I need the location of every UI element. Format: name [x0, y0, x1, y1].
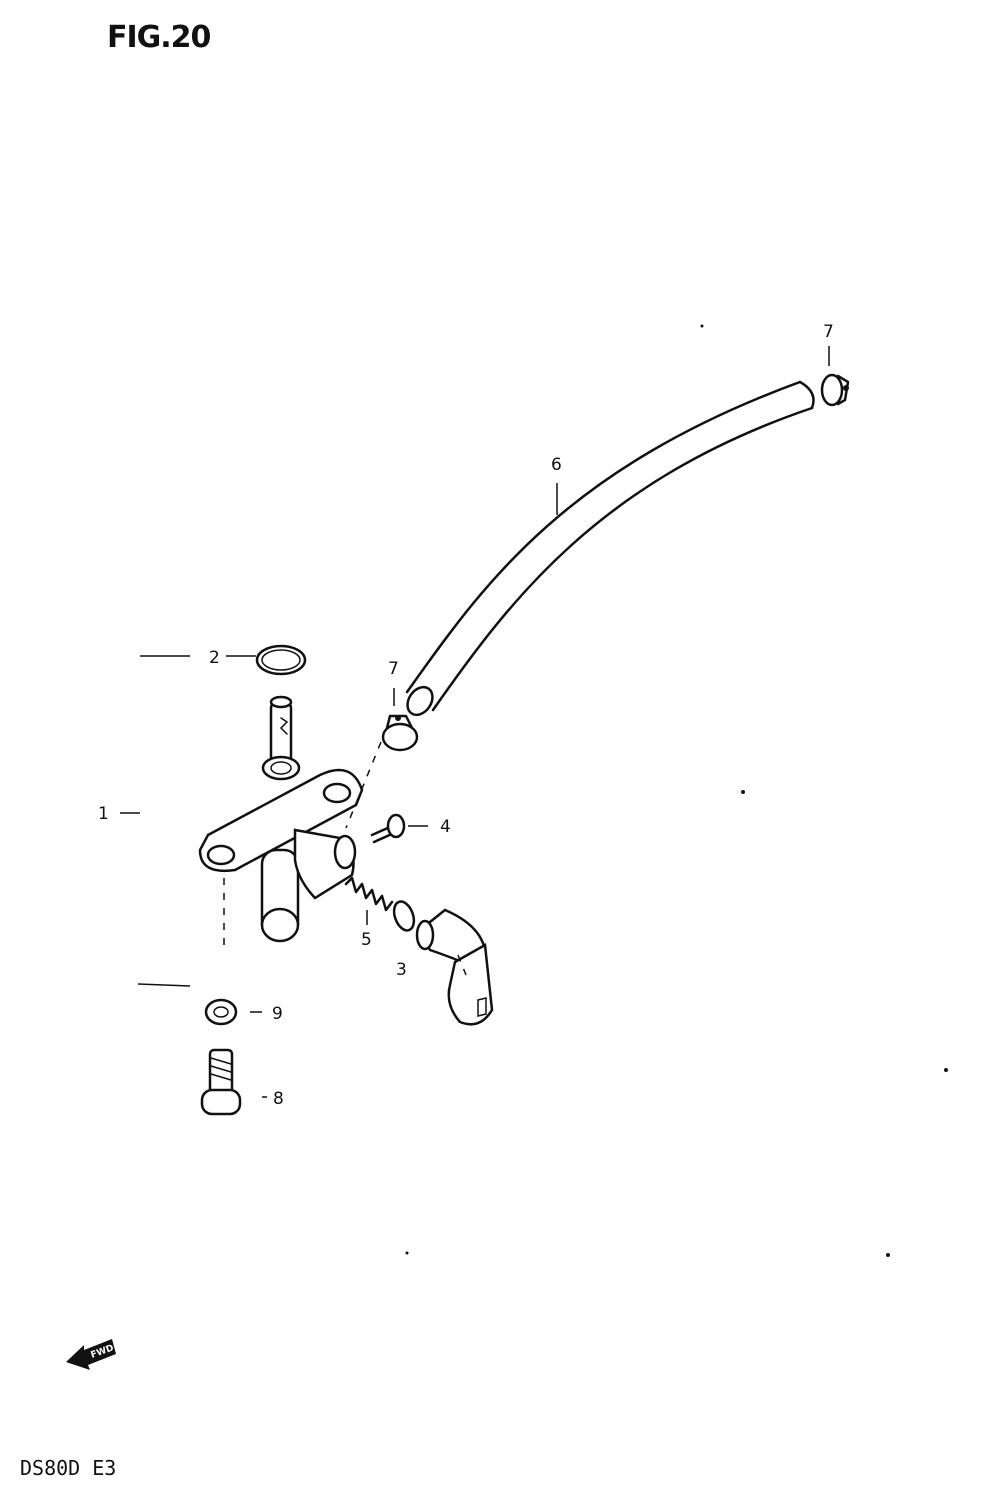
fuel-cock-part-1[interactable] [198, 695, 364, 943]
callout-5: 5 [361, 930, 372, 950]
callout-2: 2 [209, 648, 220, 668]
hose-clamp-top-part-7[interactable] [820, 373, 850, 407]
figure-title: FIG.20 [107, 20, 211, 55]
scan-specks [405, 324, 948, 1257]
callout-7-mid: 7 [388, 659, 399, 679]
fuel-cock-lever[interactable] [415, 908, 494, 1026]
callout-4: 4 [440, 817, 451, 837]
callout-6: 6 [551, 455, 562, 475]
o-ring-part-2[interactable] [255, 644, 307, 676]
leader-lines [120, 346, 830, 1098]
o-ring-part-3[interactable] [390, 899, 417, 933]
front-direction-arrow-icon: FWD [66, 1339, 116, 1370]
callout-8: 8 [273, 1089, 284, 1109]
callout-7-top: 7 [823, 322, 834, 342]
spring-part-5[interactable] [344, 876, 394, 912]
callout-9: 9 [272, 1004, 283, 1024]
fuel-hose-part-6[interactable] [402, 380, 815, 720]
hose-clamp-mid-part-7[interactable] [381, 714, 419, 752]
callout-3: 3 [396, 960, 407, 980]
screw-part-4[interactable] [370, 813, 406, 844]
callout-1: 1 [98, 804, 109, 824]
model-code: DS80D E3 [20, 1456, 117, 1480]
assembly-guide-lines [223, 741, 467, 976]
bolt-part-8[interactable] [200, 1048, 242, 1116]
washer-part-9[interactable] [204, 998, 238, 1026]
